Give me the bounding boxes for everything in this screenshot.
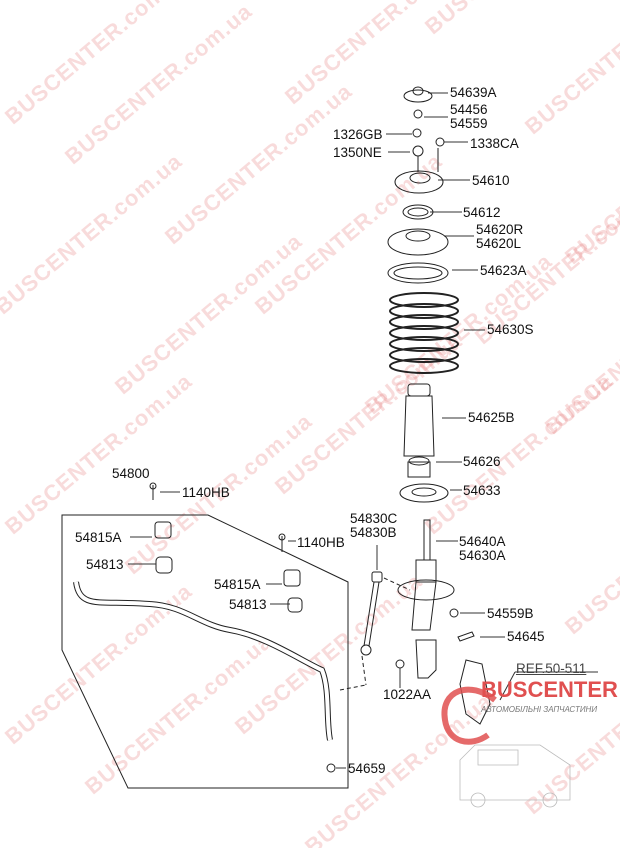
spring-coil xyxy=(389,325,459,341)
part-label: 54800 xyxy=(112,466,150,481)
part-label: 54623A xyxy=(480,263,527,278)
part-label: 54559B xyxy=(487,606,534,621)
part-label: 54620R xyxy=(476,222,524,237)
part-label: 54640A xyxy=(459,534,506,549)
strut-mount-parts xyxy=(387,86,449,284)
part-label: 1022AA xyxy=(383,687,432,702)
part-label: 54612 xyxy=(463,205,501,220)
brand-logo-subtitle: АВТОМОБІЛЬНІ ЗАПЧАСТИНИ xyxy=(481,705,598,714)
bump-stop-and-dust-cover xyxy=(399,383,449,503)
part-label: 54815A xyxy=(75,530,122,545)
part-label: 54610 xyxy=(472,173,510,188)
spring-coil xyxy=(389,347,459,363)
part-label: 1326GB xyxy=(333,127,383,142)
reference-label: REF.50-511 xyxy=(516,661,587,676)
part-label: 1350NE xyxy=(333,145,382,160)
part-label: 54559 xyxy=(450,116,488,131)
part-label: 1338CA xyxy=(470,136,519,151)
part-label: 54815A xyxy=(214,577,261,592)
part-label: 54645 xyxy=(507,629,545,644)
part-label: 54625B xyxy=(468,410,515,425)
stabilizer-bar-assembly xyxy=(61,482,367,789)
spring-coil xyxy=(389,314,459,330)
brand-logo-mark xyxy=(441,686,497,745)
spring-coil xyxy=(389,303,459,319)
part-label: 54813 xyxy=(86,557,124,572)
stabilizer-link xyxy=(360,571,411,686)
part-label: 54630S xyxy=(487,322,534,337)
part-label: 54830C xyxy=(350,511,398,526)
spring-coil xyxy=(389,336,459,352)
brand-logo-name: BUSCENTER xyxy=(481,677,618,702)
part-label: 54659 xyxy=(348,761,386,776)
part-label: 54620L xyxy=(476,236,522,251)
part-label: 54456 xyxy=(450,102,488,117)
strut-and-knuckle xyxy=(395,519,491,725)
spring-coil xyxy=(389,358,459,374)
part-label: 54633 xyxy=(463,483,501,498)
part-label: 54830B xyxy=(350,525,397,540)
part-label: 1140HB xyxy=(182,485,230,500)
van-illustration xyxy=(459,744,571,808)
part-label: 54630A xyxy=(459,548,506,563)
part-label: 54639A xyxy=(450,85,497,100)
spring-coil xyxy=(389,292,459,308)
coil-spring xyxy=(389,292,459,374)
leader-lines xyxy=(128,92,598,769)
part-label: 54813 xyxy=(229,597,267,612)
part-label: 54626 xyxy=(463,454,501,469)
part-label: 1140HB xyxy=(297,535,345,550)
